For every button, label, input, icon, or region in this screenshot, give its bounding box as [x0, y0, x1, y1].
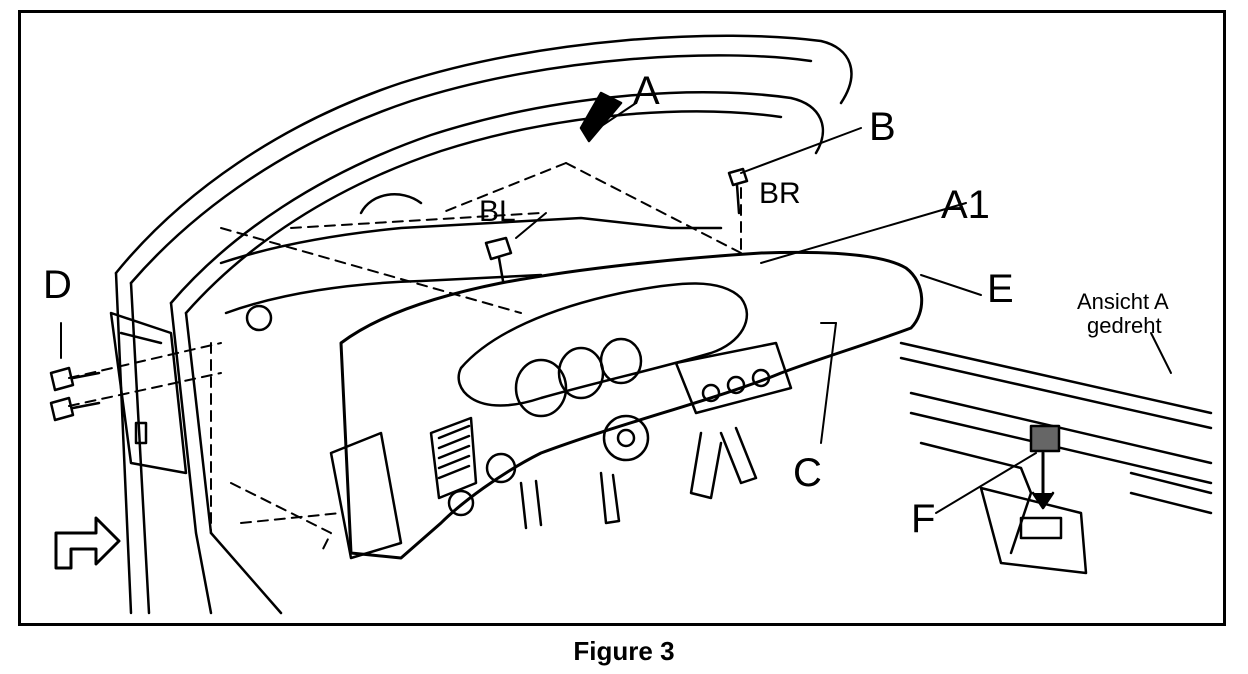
windshield-frame: [114, 34, 853, 615]
callout-a1: A1: [941, 183, 990, 227]
view-note: Ansicht A gedreht: [1077, 290, 1169, 338]
bolt-br: [727, 167, 749, 215]
callout-e: E: [987, 267, 1014, 311]
bolts-d: [49, 366, 101, 422]
bolt-bl: [484, 236, 513, 283]
callout-b: B: [869, 105, 896, 149]
callout-a: A: [633, 69, 660, 113]
view-note-line2: gedreht: [1087, 313, 1162, 338]
diagram-frame: A B BL BR A1 D E C F Ansicht A gedreht: [18, 10, 1226, 626]
callout-f: F: [911, 497, 936, 541]
callout-c: C: [793, 451, 822, 495]
dashboard-removal-illustration: [49, 34, 1213, 615]
view-a-panel: [899, 341, 1213, 575]
callout-bl: BL: [479, 195, 516, 228]
callout-d: D: [43, 263, 72, 307]
a-pillar-panel: [109, 311, 188, 475]
view-note-line1: Ansicht A: [1077, 289, 1169, 314]
dashboard-body: [329, 250, 924, 560]
figure-caption: Figure 3: [573, 636, 675, 666]
callout-br: BR: [759, 177, 801, 210]
view-direction-icon: [54, 516, 121, 570]
alignment-lines: [68, 162, 742, 554]
arrow-a: [579, 91, 623, 143]
